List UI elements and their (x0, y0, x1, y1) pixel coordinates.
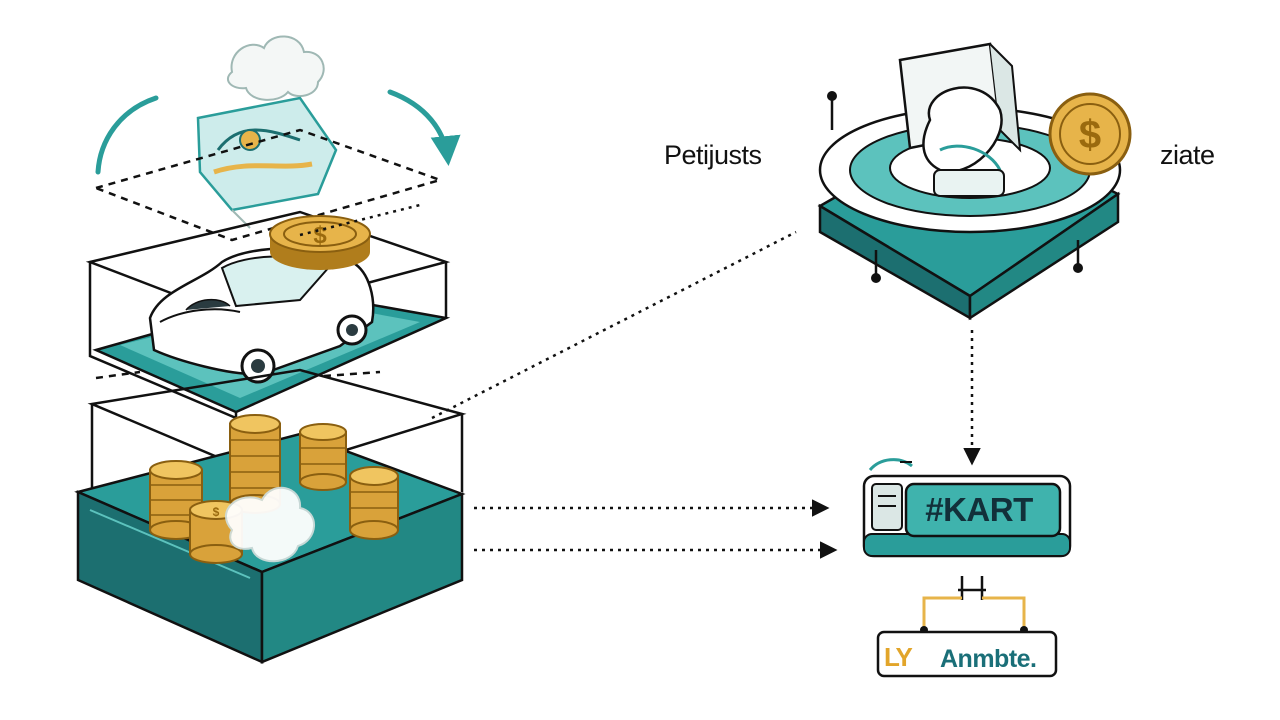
coin-glyph: $ (213, 505, 220, 519)
rotate-arrow-left (95, 95, 159, 175)
signal-arc-icon (868, 458, 913, 472)
smoke-cloud (225, 486, 315, 563)
cable-icon (958, 576, 986, 600)
cloud-icon (227, 35, 325, 101)
kart-screen-text: #KART (925, 491, 1033, 528)
coin-glyph: $ (313, 222, 327, 249)
kart-module (862, 458, 1072, 678)
dollar-coin-icon: $ (1048, 92, 1132, 176)
coin-glyph: $ (1079, 113, 1101, 157)
left-label: Petijusts (664, 140, 762, 170)
top-frame (92, 128, 445, 242)
brand-logo-mark: LY (884, 642, 913, 672)
left-stack: $ (74, 35, 467, 664)
connector-to-machine (431, 230, 797, 420)
coin-stack (349, 466, 399, 540)
level-connector-right (323, 370, 381, 378)
floating-document (196, 96, 338, 229)
processing-machine-icon: $ (817, 42, 1132, 321)
coin-stack (299, 423, 347, 491)
right-label: ziate (1160, 140, 1215, 170)
brand-name: Anmbte. (940, 645, 1037, 673)
coin-stacks: $ (149, 414, 399, 564)
rotate-arrow-right (387, 89, 461, 166)
dollar-coin-icon: $ (269, 215, 371, 270)
connectors (299, 203, 981, 559)
